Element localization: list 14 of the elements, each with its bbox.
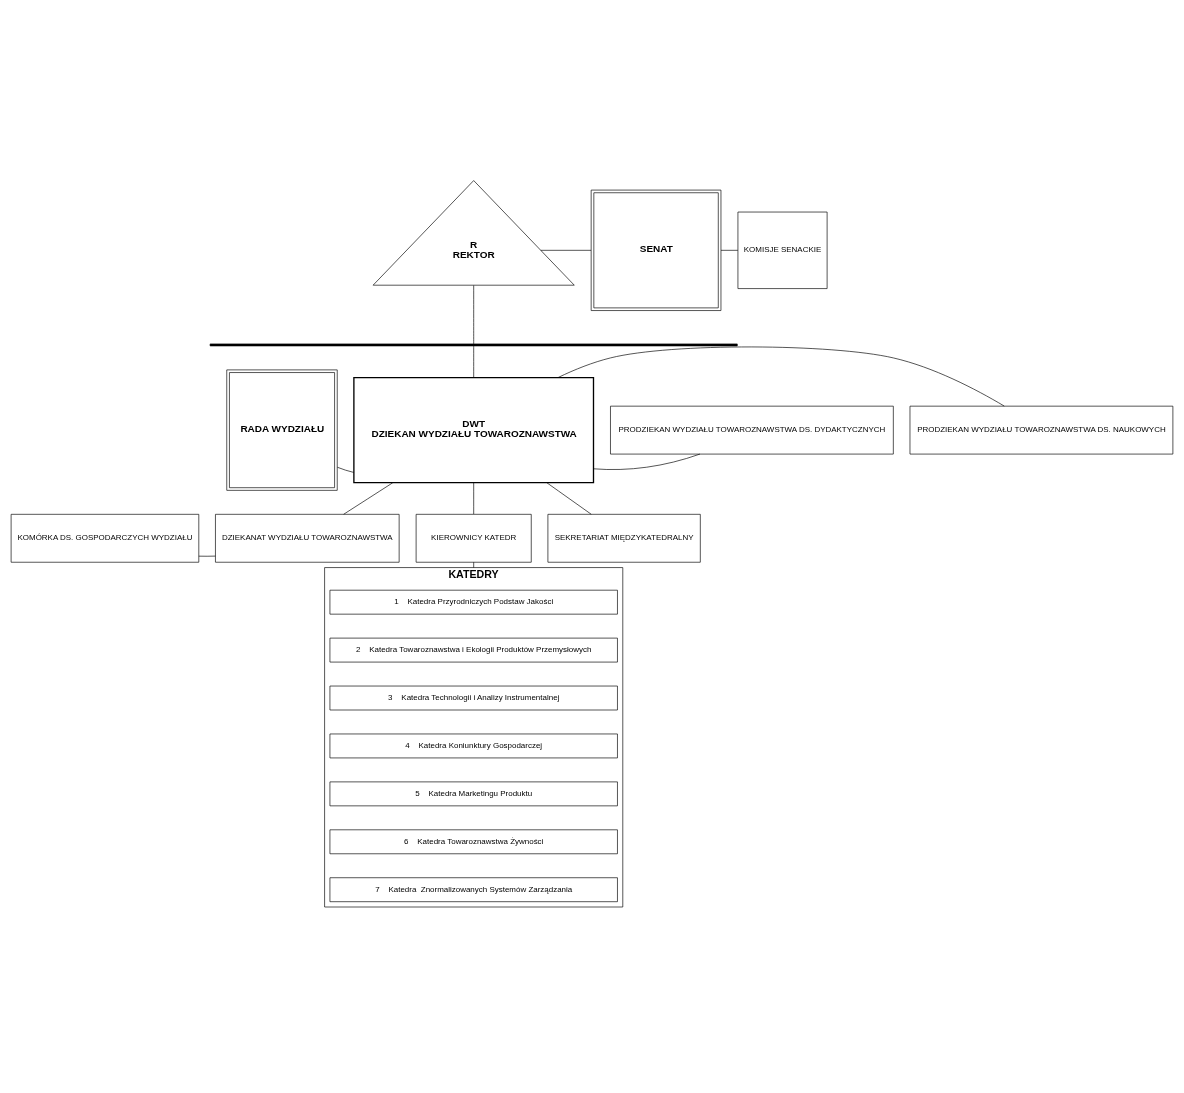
connector	[473, 345, 475, 378]
connector	[343, 482, 394, 515]
connector	[198, 555, 216, 557]
connector	[720, 250, 739, 251]
node-bar	[209, 343, 738, 347]
connector	[557, 346, 1005, 407]
connector	[473, 285, 475, 345]
connector	[593, 453, 701, 470]
connector	[540, 250, 592, 251]
connector	[473, 561, 475, 568]
connector	[473, 482, 475, 515]
connector	[546, 482, 592, 515]
node-box: DWT DZIEKAN WYDZIAŁU TOWAROZNAWSTWA	[353, 376, 595, 484]
connector	[337, 466, 354, 473]
